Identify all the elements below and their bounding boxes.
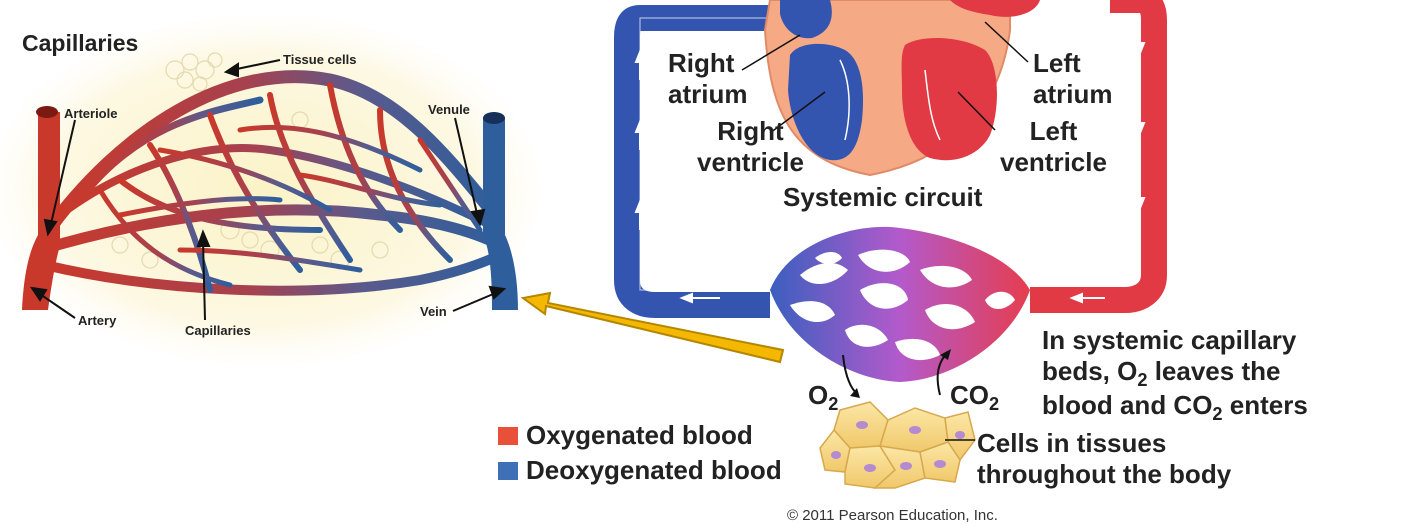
right-atrium-label-line1: Right bbox=[668, 48, 735, 78]
co2-label: CO2 bbox=[950, 380, 999, 414]
right-ventricle-label: Right ventricle bbox=[697, 116, 804, 178]
exchange-note-line2-sub: 2 bbox=[1137, 370, 1148, 391]
artery-vessel bbox=[22, 112, 60, 310]
exchange-note-line3-sub: 2 bbox=[1212, 404, 1223, 425]
capillary-network bbox=[34, 70, 506, 296]
capillary-bed-spaces bbox=[790, 249, 1015, 361]
legend-oxygenated-swatch bbox=[498, 426, 518, 445]
oxygenated-vessel bbox=[1030, 0, 1167, 313]
legend-oxygenated-label: Oxygenated blood bbox=[526, 420, 753, 450]
artery-label: Artery bbox=[78, 313, 117, 328]
systemic-capillary-bed bbox=[770, 226, 1030, 382]
heart bbox=[763, 0, 1040, 177]
venule-opening bbox=[483, 112, 505, 124]
venule-label: Venule bbox=[428, 102, 470, 117]
capillary-inset bbox=[0, 15, 540, 365]
deoxygenated-vessel bbox=[614, 5, 800, 318]
right-ventricle-label-line1: Right bbox=[717, 116, 784, 146]
left-atrium-chamber bbox=[950, 0, 1040, 17]
exchange-note-line3-a: blood and CO bbox=[1042, 390, 1213, 420]
systemic-circuit-label: Systemic circuit bbox=[783, 182, 983, 212]
cells-label-line2: throughout the body bbox=[977, 459, 1232, 489]
left-atrium-label-line2: atrium bbox=[1033, 79, 1113, 109]
exchange-note-line2: beds, O2 leaves the bbox=[1042, 356, 1308, 390]
cells-label-line1: Cells in tissues bbox=[977, 428, 1167, 458]
exchange-note-line2-b: leaves the bbox=[1147, 356, 1281, 386]
exchange-note-line3: blood and CO2 enters bbox=[1042, 390, 1308, 424]
legend-oxygenated: Oxygenated blood bbox=[498, 420, 753, 451]
left-ventricle-label-line1: Left bbox=[1029, 116, 1078, 146]
legend-deoxygenated: Deoxygenated blood bbox=[498, 455, 782, 486]
left-atrium-label-line1: Left bbox=[1033, 48, 1081, 78]
tissue-cells-label: Tissue cells bbox=[283, 52, 357, 67]
exchange-note-line2-a: beds, O bbox=[1042, 356, 1138, 386]
heart-leader-lines bbox=[741, 21, 1029, 134]
pointer-arrow bbox=[520, 291, 785, 364]
vein-label: Vein bbox=[420, 304, 447, 319]
exchange-note-line1: In systemic capillary bbox=[1042, 325, 1297, 355]
systemic-circuit bbox=[614, 0, 1167, 489]
cells-label: Cells in tissues throughout the body bbox=[977, 428, 1231, 490]
co2-base: CO bbox=[950, 380, 989, 410]
exchange-note: In systemic capillary beds, O2 leaves th… bbox=[1042, 325, 1308, 424]
left-ventricle-chamber bbox=[901, 38, 997, 161]
left-ventricle-label-line2: ventricle bbox=[1000, 147, 1107, 177]
flow-arrows bbox=[634, 20, 1146, 304]
copyright-notice: © 2011 Pearson Education, Inc. bbox=[787, 507, 998, 524]
left-ventricle-label: Left ventricle bbox=[1000, 116, 1107, 178]
right-atrium-chamber bbox=[780, 0, 832, 39]
exchange-note-line3-b: enters bbox=[1222, 390, 1308, 420]
arteriole-opening bbox=[36, 106, 58, 118]
left-atrium-label: Left atrium bbox=[1033, 48, 1112, 110]
capillaries-label: Capillaries bbox=[185, 323, 251, 338]
tissue-cells bbox=[819, 401, 976, 489]
o2-label: O2 bbox=[808, 380, 838, 414]
inset-pointer-arrows bbox=[29, 59, 507, 321]
tissue-cells-texture bbox=[111, 52, 389, 270]
co2-subscript: 2 bbox=[989, 394, 1000, 415]
right-ventricle-label-line2: ventricle bbox=[697, 147, 804, 177]
right-atrium-label-line2: atrium bbox=[668, 79, 748, 109]
right-atrium-label: Right atrium bbox=[668, 48, 747, 110]
o2-subscript: 2 bbox=[828, 394, 839, 415]
gas-exchange-arrows bbox=[842, 349, 951, 398]
capillaries-title: Capillaries bbox=[22, 30, 139, 56]
legend-deoxygenated-swatch bbox=[498, 461, 518, 480]
o2-base: O bbox=[808, 380, 829, 410]
arteriole-label: Arteriole bbox=[64, 106, 118, 121]
vein-vessel bbox=[483, 118, 518, 310]
legend-deoxygenated-label: Deoxygenated blood bbox=[526, 455, 782, 485]
